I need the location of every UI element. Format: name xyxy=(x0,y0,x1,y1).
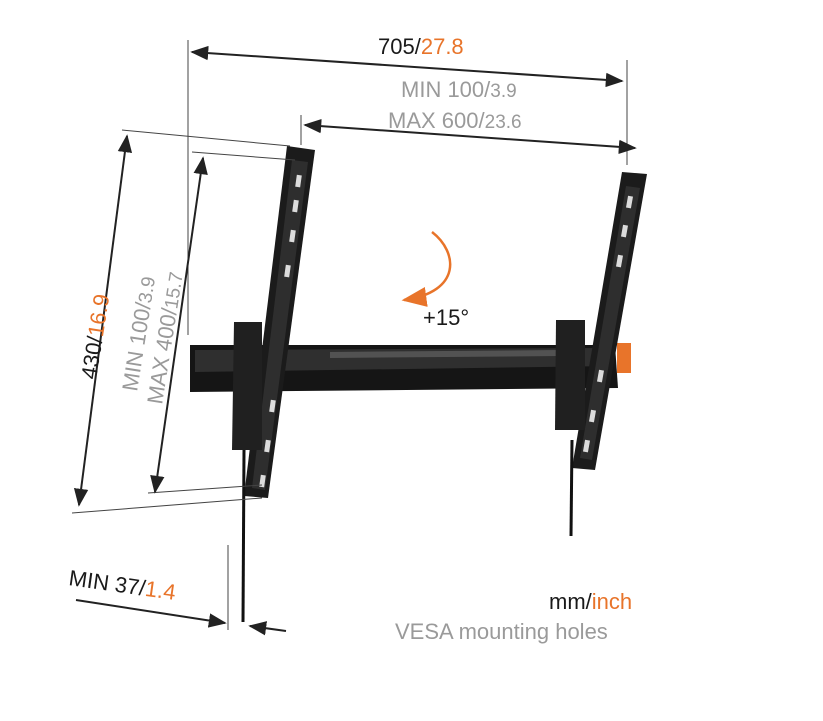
overall-height-dimension: 430/16.9 xyxy=(71,129,291,514)
tilt-arrow-icon xyxy=(401,231,452,307)
width-sep: / xyxy=(415,34,422,59)
depth-inch: 1.4 xyxy=(144,576,178,605)
vesa-v-min-sep: / xyxy=(130,300,156,311)
unit-inch: inch xyxy=(591,589,633,614)
svg-text:MAX 600/23.6: MAX 600/23.6 xyxy=(388,108,522,133)
vesa-v-min-inch: 3.9 xyxy=(135,275,160,304)
unit-mm: mm xyxy=(549,589,586,614)
vesa-v-max-inch: 15.7 xyxy=(161,271,188,311)
orange-lock-tab xyxy=(617,343,631,373)
tilt-label: +15° xyxy=(423,305,469,330)
svg-text:MIN 100/3.9: MIN 100/3.9 xyxy=(401,77,517,102)
height-sep: / xyxy=(82,334,108,345)
depth-sep: / xyxy=(138,575,148,601)
height-inch: 16.9 xyxy=(83,292,114,338)
vesa-h-min-inch: 3.9 xyxy=(490,81,516,102)
width-inch: 27.8 xyxy=(421,34,464,59)
vesa-h-min-label: MIN 100 xyxy=(401,77,484,102)
unit-legend: mm/inch xyxy=(549,589,632,615)
vesa-h-max-inch: 23.6 xyxy=(485,112,522,133)
tilt-indicator: +15° xyxy=(401,231,469,330)
vesa-h-max-label: MAX 600 xyxy=(388,108,479,133)
min-depth-dimension: MIN 37/1.4 xyxy=(67,545,287,636)
width-mm: 705 xyxy=(378,34,415,59)
depth-label: MIN 37 xyxy=(67,565,141,600)
height-mm: 430 xyxy=(76,341,106,381)
wall-mount-bracket xyxy=(190,146,647,623)
unit-sep: / xyxy=(585,589,592,614)
svg-text:430/16.9: 430/16.9 xyxy=(76,292,114,381)
vesa-h-max-sep: / xyxy=(479,108,486,133)
vesa-h-min-sep: / xyxy=(484,77,491,102)
vesa-note: VESA mounting holes xyxy=(395,619,608,644)
svg-text:MIN 37/1.4: MIN 37/1.4 xyxy=(67,565,177,605)
vesa-v-max-sep: / xyxy=(156,306,182,317)
vesa-horizontal-dimension: MIN 100/3.9 MAX 600/23.6 xyxy=(300,77,637,155)
svg-text:705/27.8: 705/27.8 xyxy=(378,34,464,59)
